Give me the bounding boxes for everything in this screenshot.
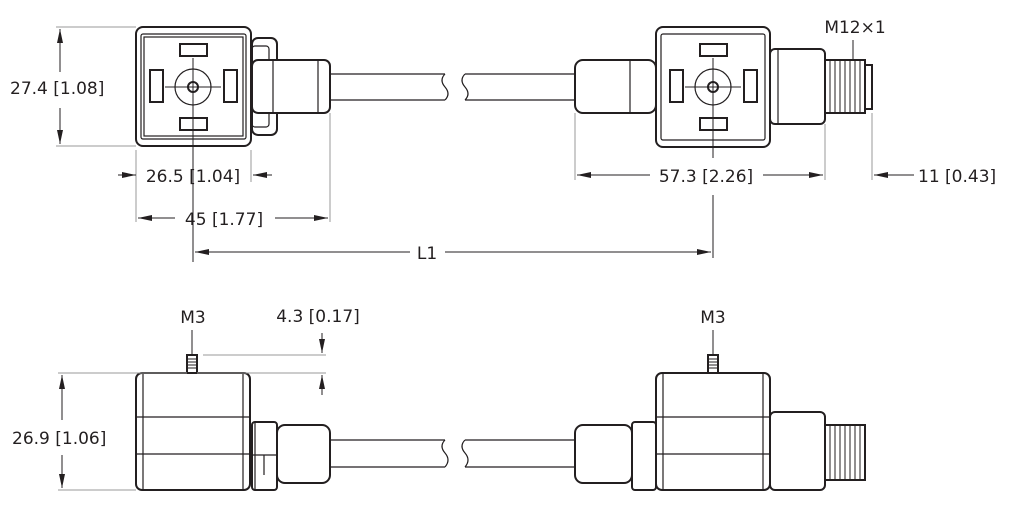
right-connector-front <box>574 26 873 258</box>
screw-right-label: M3 <box>700 308 725 328</box>
dim-thread-length: 11 [0.43] <box>918 167 996 187</box>
dim-length-left: 45 [1.77] <box>185 210 263 230</box>
cable <box>461 73 575 101</box>
left-connector-side <box>135 354 449 491</box>
dim-width-body: 26.5 [1.04] <box>146 167 240 187</box>
dimension-lines-top <box>56 26 914 255</box>
screw-left-label: M3 <box>180 308 205 328</box>
dim-length-total: L1 <box>417 244 437 264</box>
dimension-lines-bottom <box>58 330 714 491</box>
left-connector-front <box>135 26 449 262</box>
thread-spec-label: M12×1 <box>824 18 885 38</box>
dim-screw-height: 4.3 [0.17] <box>276 307 360 327</box>
right-connector-side <box>574 354 866 491</box>
dim-height-front: 27.4 [1.08] <box>10 79 104 99</box>
dim-height-side: 26.9 [1.06] <box>12 429 106 449</box>
dim-length-right: 57.3 [2.26] <box>659 167 753 187</box>
cable-side <box>461 439 575 468</box>
